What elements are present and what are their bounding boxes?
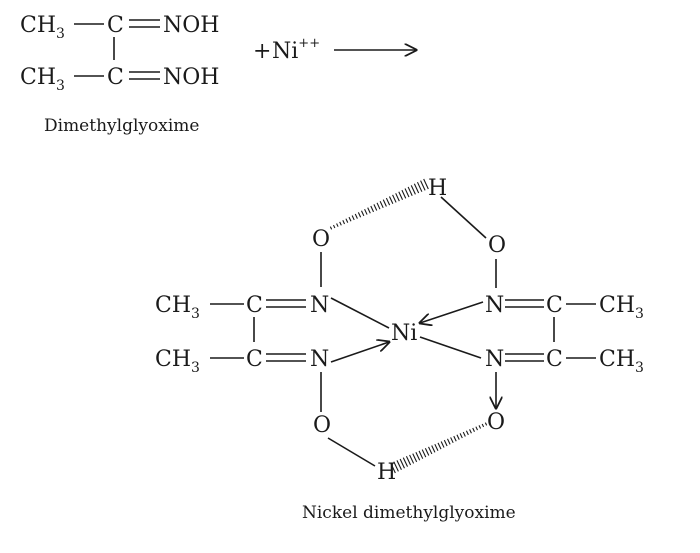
- reactant-carbon-top: C: [107, 13, 124, 38]
- product-oxygen-bottom-left: O: [313, 413, 331, 438]
- product-hydrogen-top: H: [428, 176, 447, 201]
- reactant-nickel-ion: Ni++: [272, 36, 320, 64]
- product-bond-n-ni-right-bottom: [419, 336, 482, 359]
- product-nitrogen-right-top: N: [485, 293, 504, 318]
- product-bond-n-ni-left-top: [330, 297, 390, 329]
- hydrogen-bond-top-left: [329, 178, 429, 230]
- reactant-noh-bottom: NOH: [163, 65, 219, 90]
- product-nitrogen-left-top: N: [310, 293, 329, 318]
- product-dative-bond-n-ni-left-bottom: [330, 342, 389, 363]
- product-caption: Nickel dimethylglyoxime: [302, 503, 516, 523]
- reactant-caption: Dimethylglyoxime: [44, 116, 199, 136]
- product-ch3-right-bottom: CH3: [599, 347, 644, 376]
- product-nickel-center: Ni: [391, 321, 417, 346]
- reactant-ch3-bottom: CH3: [20, 65, 65, 94]
- product-bond-o-h-bottom-left: [327, 437, 376, 467]
- product-hydrogen-bottom: H: [377, 460, 396, 485]
- product-ch3-left-top: CH3: [155, 293, 200, 322]
- reactant-noh-top: NOH: [163, 13, 219, 38]
- hydrogen-bond-bottom-right: [390, 422, 488, 474]
- reactant-plus-sign: +: [253, 39, 271, 64]
- reactant-ch3-top: CH3: [20, 13, 65, 42]
- product-dative-bond-n-ni-right-top: [420, 301, 484, 323]
- product-nitrogen-right-bottom: N: [485, 347, 504, 372]
- product-ch3-left-bottom: CH3: [155, 347, 200, 376]
- product-ch3-right-top: CH3: [599, 293, 644, 322]
- product-oxygen-bottom-right: O: [487, 410, 505, 435]
- product-bond-h-o-top-right: [440, 196, 487, 239]
- reactant-carbon-bottom: C: [107, 65, 124, 90]
- product-nitrogen-left-bottom: N: [310, 347, 329, 372]
- product-oxygen-top-left: O: [312, 227, 330, 252]
- product-carbon-right-top: C: [546, 293, 563, 318]
- product-oxygen-top-right: O: [488, 233, 506, 258]
- reactant-structure: CH3 C NOH CH3 C NOH + Ni++ Dimethylglyox…: [20, 13, 416, 136]
- product-carbon-right-bottom: C: [546, 347, 563, 372]
- product-carbon-left-top: C: [246, 293, 263, 318]
- product-structure: H O O CH3 C N CH3 C N Ni N C: [155, 176, 644, 523]
- product-carbon-left-bottom: C: [246, 347, 263, 372]
